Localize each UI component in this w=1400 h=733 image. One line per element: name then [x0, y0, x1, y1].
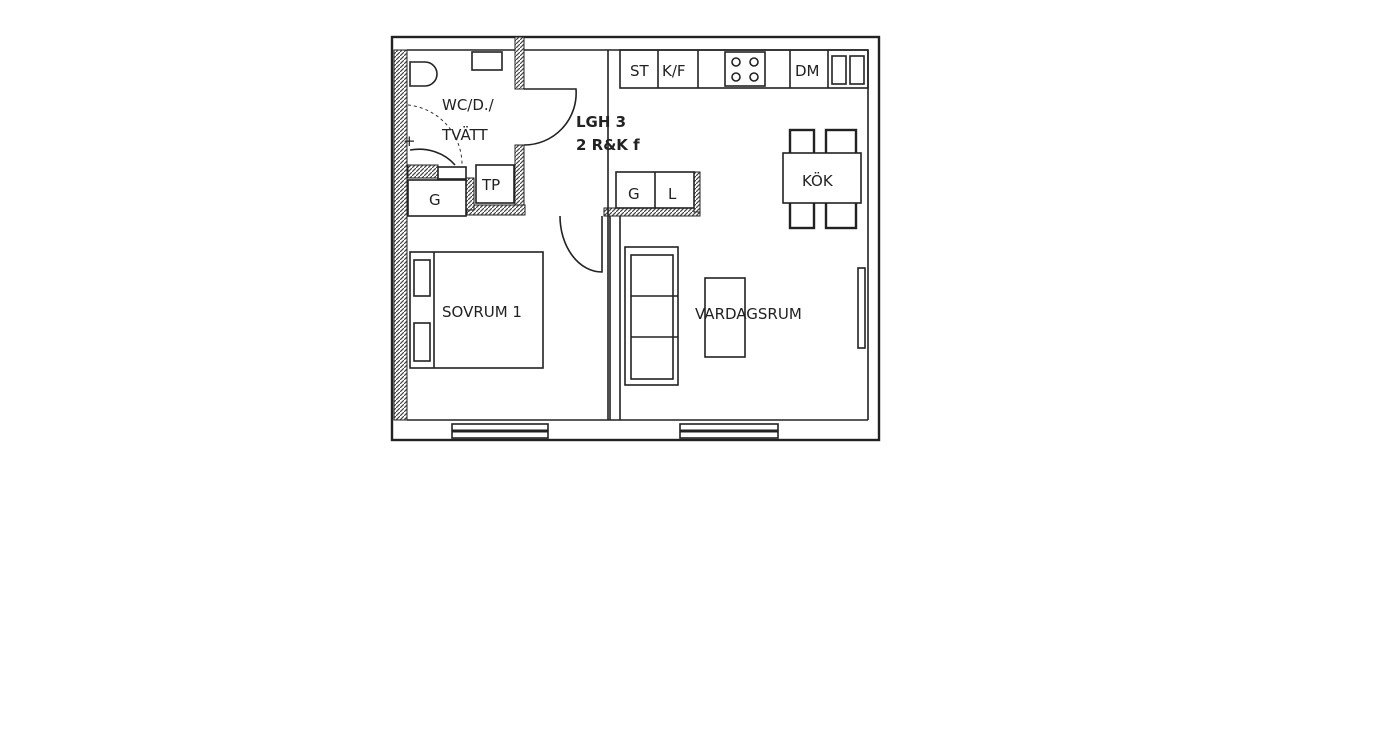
bed: SOVRUM 1: [409, 251, 544, 369]
hall-closets: G L: [615, 171, 695, 209]
room-label-kitchen: KÖK: [802, 171, 834, 190]
kitchen-counter: ST K/F DM: [619, 49, 869, 89]
stove-label: ST: [630, 62, 650, 80]
closet-l-label: L: [668, 185, 677, 203]
dryer-label: TP: [481, 176, 500, 194]
sofa: [624, 246, 679, 386]
fridge-label: K/F: [662, 62, 686, 80]
interior-walls: [407, 36, 701, 420]
doors: +: [403, 88, 603, 273]
washbasin-icon: [471, 51, 503, 71]
coffee-table: VARDAGSRUM: [695, 277, 802, 358]
sink-icon: [831, 55, 847, 85]
stove-icon: [724, 51, 766, 87]
closet-label: G: [429, 191, 441, 209]
door-handle-icon: +: [403, 132, 416, 150]
windows: [451, 267, 866, 439]
room-label-bedroom: SOVRUM 1: [442, 303, 522, 321]
dishwasher-label: DM: [795, 62, 820, 80]
dining-table: KÖK: [782, 128, 862, 230]
closet-g-label: G: [628, 185, 640, 203]
toilet-icon: [409, 61, 438, 87]
room-label-bathroom-2: TVÄTT: [441, 125, 488, 144]
room-label-bathroom: WC/D./: [442, 96, 495, 114]
room-label-living: VARDAGSRUM: [695, 305, 802, 323]
apartment-type: 2 R&K f: [576, 136, 640, 154]
apartment-label: LGH 3 2 R&K f: [576, 113, 640, 154]
bathroom-fixtures: G TP WC/D./ TVÄTT: [407, 51, 515, 217]
apartment-number: LGH 3: [576, 113, 626, 131]
